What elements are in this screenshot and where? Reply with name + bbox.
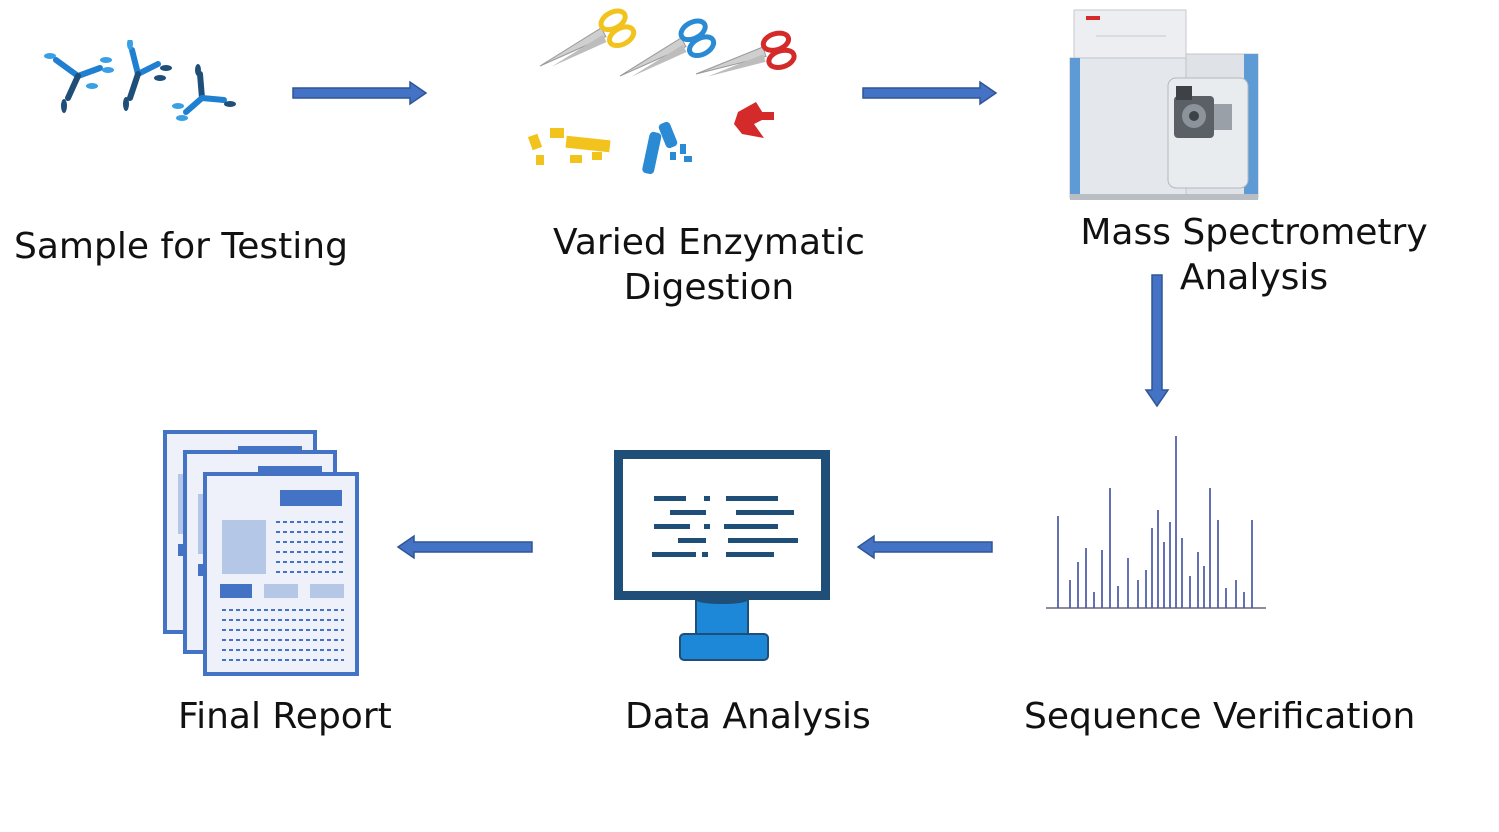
antibody-icon xyxy=(44,40,236,121)
step-label-mass-spec-line-2: Analysis xyxy=(1179,257,1329,298)
arrow-sequence-to-data-analysis xyxy=(856,534,993,560)
step-label-digestion-line-2: Digestion xyxy=(623,267,795,308)
step-label-sample: Sample for Testing xyxy=(14,226,348,267)
scissors-icon xyxy=(527,8,797,175)
step-label-mass-spec: Mass Spectrometry Analysis xyxy=(1078,210,1430,300)
spectrum-icon xyxy=(1046,436,1266,609)
arrow-digestion-to-mass-spec xyxy=(862,80,998,106)
arrow-mass-spec-to-sequence xyxy=(1144,274,1170,408)
step-label-digestion: Varied Enzymatic Digestion xyxy=(548,220,870,310)
arrow-data-analysis-to-report xyxy=(396,534,533,560)
arrow-sample-to-digestion xyxy=(292,80,428,106)
mass-spectrometer-icon xyxy=(1069,9,1259,200)
report-icon xyxy=(163,430,359,676)
step-label-sequence: Sequence Verification xyxy=(1024,696,1416,737)
step-label-data-analysis: Data Analysis xyxy=(625,696,871,737)
step-label-digestion-line-1: Varied Enzymatic xyxy=(553,222,865,263)
monitor-icon xyxy=(614,450,830,661)
step-label-final-report: Final Report xyxy=(178,696,392,737)
step-label-mass-spec-line-1: Mass Spectrometry xyxy=(1080,212,1428,253)
